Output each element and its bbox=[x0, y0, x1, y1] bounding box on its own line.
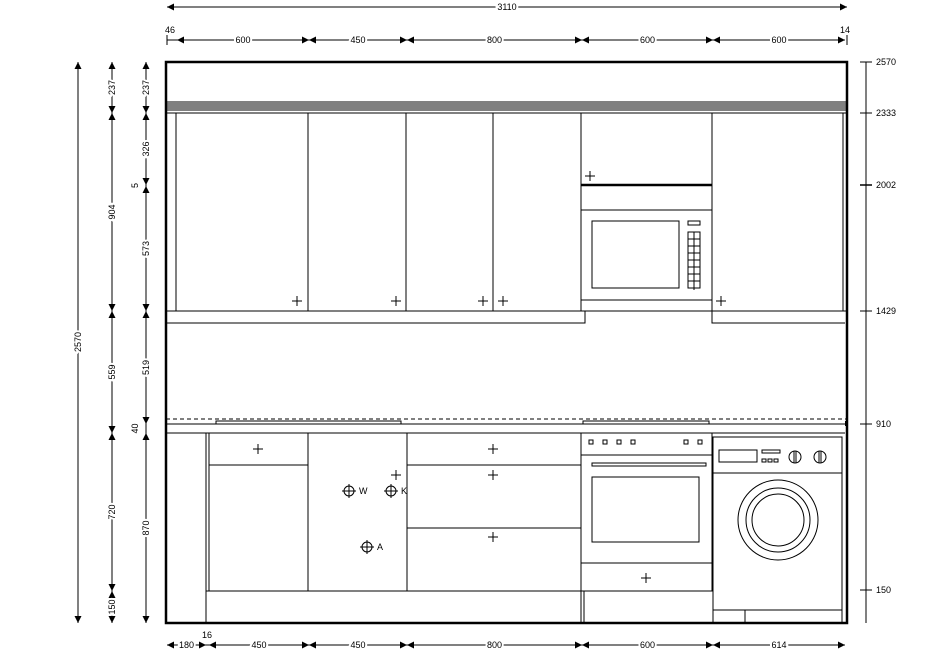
upper-door bbox=[175, 112, 309, 312]
dimension-label: 573 bbox=[141, 241, 151, 256]
oven-knob bbox=[616, 439, 622, 445]
level-label: 150 bbox=[876, 585, 891, 595]
elevation-geometry: W K A bbox=[164, 60, 849, 625]
room-frame bbox=[164, 60, 849, 625]
dimension-label: 870 bbox=[141, 520, 151, 535]
upper-door bbox=[711, 112, 844, 312]
dimension-label: 720 bbox=[107, 504, 117, 519]
oven-knob bbox=[697, 439, 703, 445]
washer-button bbox=[773, 458, 779, 463]
handle-cross bbox=[716, 296, 726, 306]
dimension-label: 600 bbox=[640, 640, 655, 650]
washer-drum bbox=[745, 487, 811, 553]
dimension-label: 5 bbox=[130, 183, 140, 188]
connection-point: W bbox=[342, 484, 368, 498]
dimension-label: 800 bbox=[487, 640, 502, 650]
oven-knob bbox=[630, 439, 636, 445]
base-door bbox=[307, 432, 408, 592]
level-label: 2570 bbox=[876, 57, 896, 67]
dimension-label: 14 bbox=[840, 25, 850, 35]
dimension-label: 450 bbox=[251, 640, 266, 650]
oven-knob bbox=[683, 439, 689, 445]
connection-point: A bbox=[360, 540, 383, 554]
washer-display bbox=[718, 449, 758, 463]
dimension-label: 600 bbox=[235, 35, 250, 45]
washing-machine bbox=[712, 436, 843, 624]
connection-label: W bbox=[359, 486, 368, 496]
microwave-window bbox=[591, 220, 680, 289]
dimension-label: 800 bbox=[487, 35, 502, 45]
dimension-label: 180 bbox=[179, 640, 194, 650]
oven-knob bbox=[602, 439, 608, 445]
dimension-label: 559 bbox=[107, 364, 117, 379]
washer-drum bbox=[737, 479, 819, 561]
handle-cross bbox=[391, 296, 401, 306]
worktop-end bbox=[845, 421, 848, 426]
level-label: 2002 bbox=[876, 180, 896, 190]
dimension-label: 904 bbox=[107, 204, 117, 219]
handle-cross bbox=[498, 296, 508, 306]
connection-label: K bbox=[401, 486, 407, 496]
dimension-label: 326 bbox=[141, 141, 151, 156]
connection-label: A bbox=[377, 542, 383, 552]
oven-knob bbox=[588, 439, 594, 445]
dimension-label: 600 bbox=[771, 35, 786, 45]
washer-dial-icon bbox=[813, 450, 827, 464]
handle-cross bbox=[585, 171, 595, 181]
washer-button bbox=[761, 458, 767, 463]
dimension-label: 519 bbox=[141, 360, 151, 375]
dimension-label: 450 bbox=[350, 640, 365, 650]
upper-door bbox=[405, 112, 494, 312]
upper-door bbox=[307, 112, 407, 312]
dimension-label: 2570 bbox=[73, 332, 83, 352]
level-label: 1429 bbox=[876, 306, 896, 316]
handle-cross bbox=[292, 296, 302, 306]
handle-cross bbox=[488, 444, 498, 454]
dimension-label: 40 bbox=[130, 423, 140, 433]
dimension-label: 3110 bbox=[497, 2, 516, 12]
level-label: 2333 bbox=[876, 108, 896, 118]
oven-unit bbox=[580, 432, 713, 592]
handle-cross bbox=[488, 532, 498, 542]
dimension-label: 16 bbox=[202, 630, 212, 640]
washer-button bbox=[761, 449, 781, 454]
microwave-display bbox=[687, 220, 701, 226]
dimension-lines: 3110 600 450 800 600 600 46 14 180 450 450 800 600 61… bbox=[71, 0, 896, 652]
dimension-label: 237 bbox=[107, 80, 117, 95]
dimension-label: 46 bbox=[165, 25, 175, 35]
handle-cross bbox=[478, 296, 488, 306]
washer-drum bbox=[751, 493, 805, 547]
dimension-label: 614 bbox=[771, 640, 786, 650]
handle-cross bbox=[641, 573, 651, 583]
handle-cross bbox=[391, 470, 401, 480]
dimension-label: 150 bbox=[107, 599, 117, 614]
upper-door bbox=[492, 112, 582, 312]
oven-window bbox=[591, 476, 700, 543]
level-label: 910 bbox=[876, 419, 891, 429]
drawer-front bbox=[406, 464, 582, 529]
light-rail bbox=[166, 310, 586, 324]
washer-dial-icon bbox=[788, 450, 802, 464]
base-door bbox=[208, 464, 309, 592]
handle-cross bbox=[488, 470, 498, 480]
handle-cross bbox=[253, 444, 263, 454]
connection-point: K bbox=[384, 484, 407, 498]
dimension-label: 237 bbox=[141, 80, 151, 95]
washer-button bbox=[767, 458, 773, 463]
dimension-label: 600 bbox=[640, 35, 655, 45]
dimension-label: 450 bbox=[350, 35, 365, 45]
light-rail bbox=[711, 311, 845, 324]
oven-handle bbox=[591, 462, 707, 467]
